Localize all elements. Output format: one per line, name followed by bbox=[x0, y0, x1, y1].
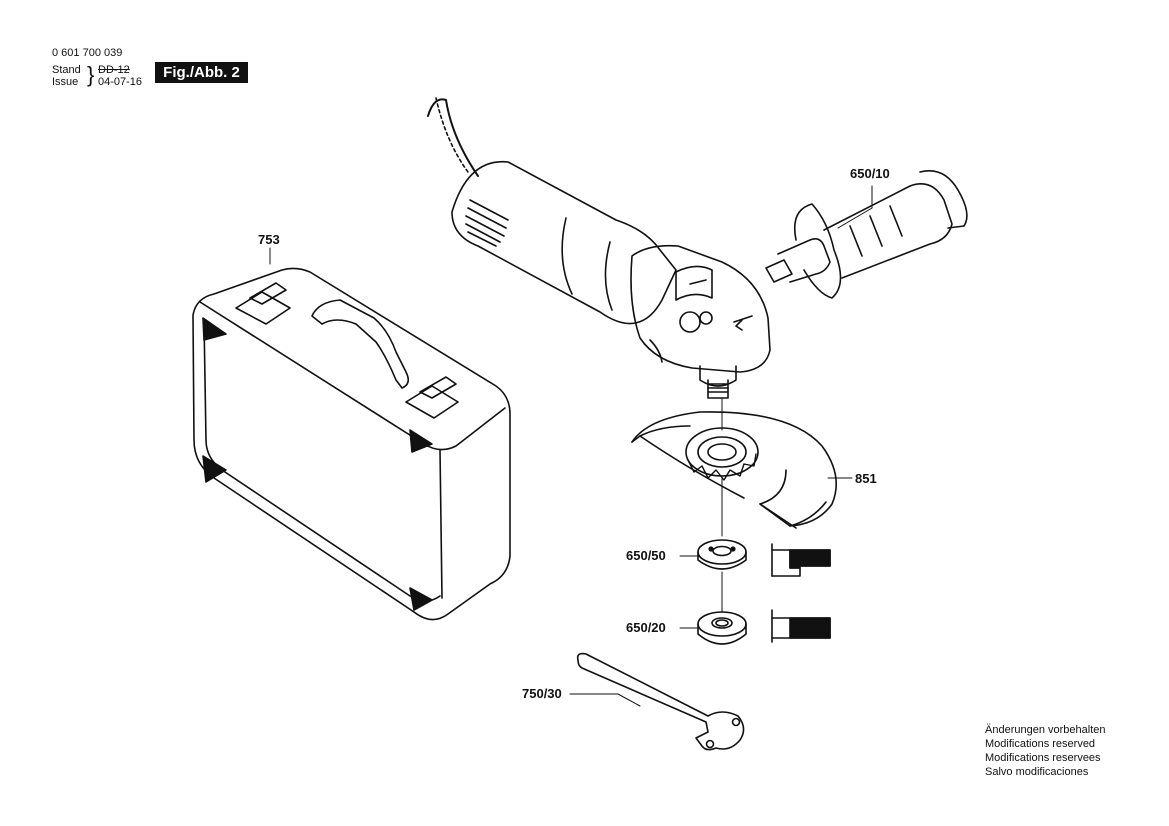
leader-lines bbox=[269, 185, 873, 707]
clamping-nut bbox=[697, 611, 747, 645]
note-line-es: Salvo modificaciones bbox=[985, 766, 1089, 778]
note-line-fr: Modifications reservees bbox=[985, 752, 1101, 764]
angle-grinder bbox=[427, 97, 771, 399]
modifications-note: Änderungen vorbehalten Modifications res… bbox=[985, 723, 1105, 779]
brace-symbol: } bbox=[87, 62, 95, 87]
note-line-en: Modifications reserved bbox=[985, 738, 1096, 750]
callout-guard: 851 bbox=[855, 471, 877, 486]
callout-spanner: 750/30 bbox=[522, 686, 562, 701]
flange-profile-section bbox=[771, 543, 831, 577]
callout-case: 753 bbox=[258, 232, 280, 247]
figure-label: Fig./Abb. 2 bbox=[155, 62, 248, 83]
callout-nut: 650/20 bbox=[626, 620, 666, 635]
stand-label: Stand bbox=[52, 64, 81, 76]
stand-value: DD-12 bbox=[98, 64, 130, 76]
callout-flange: 650/50 bbox=[626, 548, 666, 563]
issue-value: 04-07-16 bbox=[98, 76, 143, 88]
callout-handle: 650/10 bbox=[850, 166, 890, 181]
part-number: 0 601 700 039 bbox=[52, 47, 123, 59]
note-line-de: Änderungen vorbehalten bbox=[985, 724, 1106, 736]
issue-label: Issue bbox=[52, 76, 79, 88]
wheel-guard bbox=[631, 397, 838, 537]
auxiliary-handle bbox=[765, 170, 968, 299]
carrying-case bbox=[192, 267, 511, 621]
pin-spanner bbox=[576, 652, 745, 751]
nut-profile-section bbox=[771, 609, 831, 643]
mounting-flange bbox=[697, 539, 747, 613]
